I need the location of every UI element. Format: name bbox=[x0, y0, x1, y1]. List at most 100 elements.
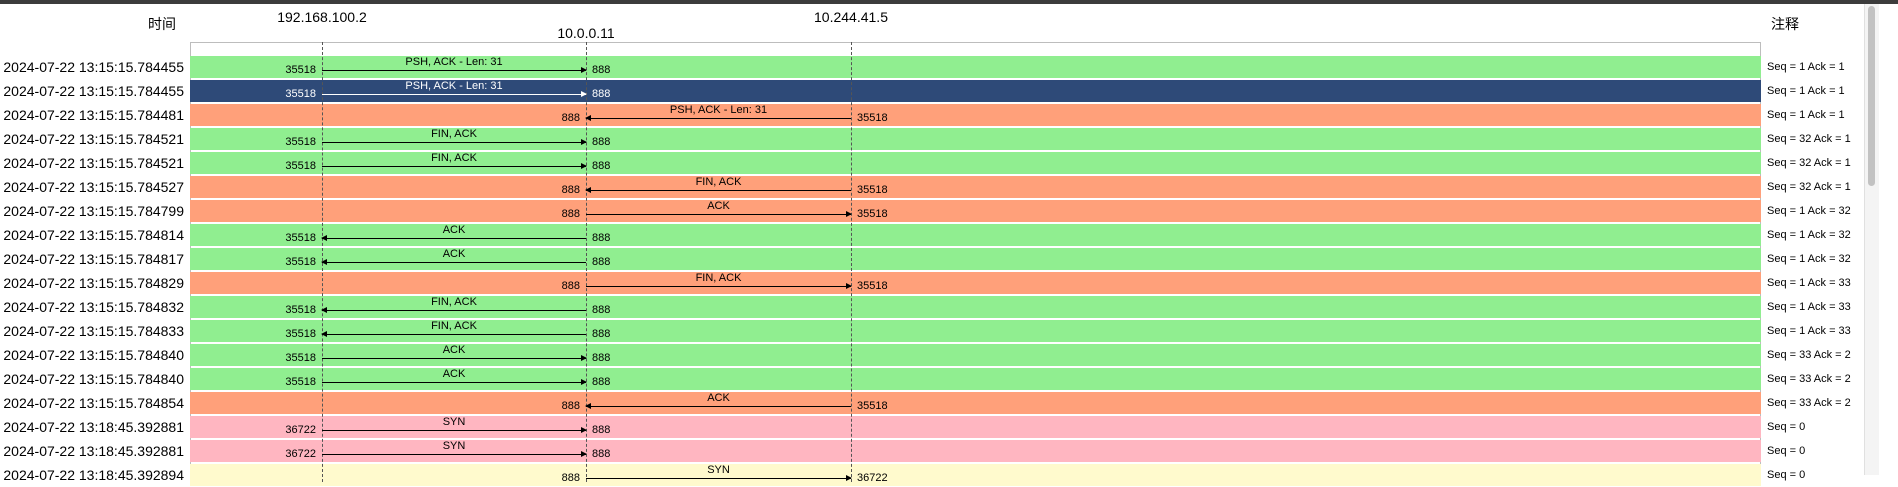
flow-row-background bbox=[190, 320, 1761, 342]
flow-row-background bbox=[190, 392, 1761, 414]
host-label-server: 10.244.41.5 bbox=[814, 9, 888, 25]
flow-row-note: Seq = 32 Ack = 1 bbox=[1767, 157, 1851, 169]
flow-row-note: Seq = 1 Ack = 1 bbox=[1767, 85, 1845, 97]
flow-arrow-label: FIN, ACK bbox=[431, 296, 477, 308]
flow-port-left: 35518 bbox=[285, 328, 316, 340]
flow-row-background bbox=[190, 296, 1761, 318]
flow-arrow-label: ACK bbox=[442, 368, 466, 380]
flow-row-note: Seq = 1 Ack = 1 bbox=[1767, 61, 1845, 73]
flow-row-time: 2024-07-22 13:15:15.784481 bbox=[3, 107, 184, 123]
flow-row-time: 2024-07-22 13:15:15.784521 bbox=[3, 155, 184, 171]
flow-port-left: 888 bbox=[561, 472, 580, 484]
flow-port-left: 35518 bbox=[285, 376, 316, 388]
host-lifeline-gateway bbox=[586, 42, 587, 482]
flow-port-right: 35518 bbox=[857, 400, 888, 412]
flow-port-left: 35518 bbox=[285, 160, 316, 172]
flow-port-right: 35518 bbox=[857, 184, 888, 196]
scrollbar-thumb[interactable] bbox=[1868, 6, 1875, 186]
flow-row[interactable]: 2024-07-22 13:15:15.784455 PSH, ACK - Len… bbox=[0, 79, 1898, 103]
flow-port-left: 35518 bbox=[285, 304, 316, 316]
flow-port-right: 888 bbox=[592, 448, 611, 460]
flow-port-left: 888 bbox=[561, 112, 580, 124]
flow-port-right: 888 bbox=[592, 376, 611, 388]
vertical-scrollbar[interactable] bbox=[1864, 4, 1879, 475]
flow-row-note: Seq = 1 Ack = 33 bbox=[1767, 325, 1851, 337]
flow-arrow-label: FIN, ACK bbox=[431, 128, 477, 140]
flow-arrow-label: PSH, ACK - Len: 31 bbox=[405, 56, 503, 68]
flow-row-note: Seq = 33 Ack = 2 bbox=[1767, 397, 1851, 409]
flow-port-right: 888 bbox=[592, 424, 611, 436]
flow-row-background bbox=[190, 200, 1761, 222]
flow-row-time: 2024-07-22 13:15:15.784455 bbox=[3, 83, 184, 99]
flow-row-time: 2024-07-22 13:18:45.392894 bbox=[3, 467, 184, 483]
flow-row-note: Seq = 0 bbox=[1767, 469, 1806, 481]
flow-arrow-label: ACK bbox=[442, 224, 466, 236]
flow-row-time: 2024-07-22 13:15:15.784832 bbox=[3, 299, 184, 315]
host-lifeline-server bbox=[851, 42, 852, 482]
flow-arrow bbox=[322, 163, 587, 169]
flow-port-left: 35518 bbox=[285, 88, 316, 100]
flow-arrow bbox=[322, 139, 587, 145]
flow-row-note: Seq = 0 bbox=[1767, 421, 1806, 433]
flow-row-background bbox=[190, 248, 1761, 270]
flow-arrow-label: ACK bbox=[442, 344, 466, 356]
flow-port-right: 36722 bbox=[857, 472, 888, 484]
flow-arrow-label: PSH, ACK - Len: 31 bbox=[669, 104, 768, 116]
flow-port-left: 888 bbox=[561, 280, 580, 292]
flow-row-background bbox=[190, 464, 1761, 486]
flow-row-note: Seq = 32 Ack = 1 bbox=[1767, 133, 1851, 145]
flow-port-right: 888 bbox=[592, 160, 611, 172]
flow-arrow-label: PSH, ACK - Len: 31 bbox=[405, 80, 503, 92]
flow-arrow bbox=[321, 259, 586, 265]
flow-port-right: 35518 bbox=[857, 280, 888, 292]
flow-arrow bbox=[322, 451, 587, 457]
flow-arrow bbox=[585, 115, 851, 121]
flow-row-time: 2024-07-22 13:15:15.784817 bbox=[3, 251, 184, 267]
flow-arrow bbox=[322, 67, 587, 73]
flow-row[interactable]: 2024-07-22 13:15:15.784481 PSH, ACK - Len… bbox=[0, 103, 1898, 127]
flow-row-time: 2024-07-22 13:15:15.784455 bbox=[3, 59, 184, 75]
flow-port-right: 888 bbox=[592, 232, 611, 244]
flow-row-note: Seq = 1 Ack = 32 bbox=[1767, 229, 1851, 241]
host-label-client: 192.168.100.2 bbox=[277, 9, 367, 25]
flow-row-note: Seq = 1 Ack = 1 bbox=[1767, 109, 1845, 121]
flow-port-right: 888 bbox=[592, 88, 611, 100]
flow-row-time: 2024-07-22 13:18:45.392881 bbox=[3, 443, 184, 459]
flow-row[interactable]: 2024-07-22 13:15:15.784455 PSH, ACK - Len… bbox=[0, 55, 1898, 79]
flow-port-left: 35518 bbox=[285, 64, 316, 76]
flow-port-right: 888 bbox=[592, 352, 611, 364]
flow-arrow bbox=[322, 427, 587, 433]
flow-arrow bbox=[586, 283, 852, 289]
flow-arrow-label: ACK bbox=[442, 248, 466, 260]
flow-arrow bbox=[586, 475, 852, 481]
flow-arrow-label: SYN bbox=[442, 416, 466, 428]
flow-row-time: 2024-07-22 13:15:15.784814 bbox=[3, 227, 184, 243]
flow-arrow bbox=[321, 331, 586, 337]
flow-port-right: 888 bbox=[592, 136, 611, 148]
column-header-note: 注释 bbox=[1771, 16, 1799, 32]
flow-arrow-label: FIN, ACK bbox=[695, 176, 742, 188]
flow-row-note: Seq = 1 Ack = 33 bbox=[1767, 301, 1851, 313]
flow-row-note: Seq = 33 Ack = 2 bbox=[1767, 349, 1851, 361]
flow-row-time: 2024-07-22 13:18:45.392881 bbox=[3, 419, 184, 435]
flow-port-right: 35518 bbox=[857, 208, 888, 220]
flow-row-note: Seq = 33 Ack = 2 bbox=[1767, 373, 1851, 385]
flow-arrow-label: FIN, ACK bbox=[431, 320, 477, 332]
flow-port-right: 35518 bbox=[857, 112, 888, 124]
flow-arrow bbox=[322, 379, 587, 385]
